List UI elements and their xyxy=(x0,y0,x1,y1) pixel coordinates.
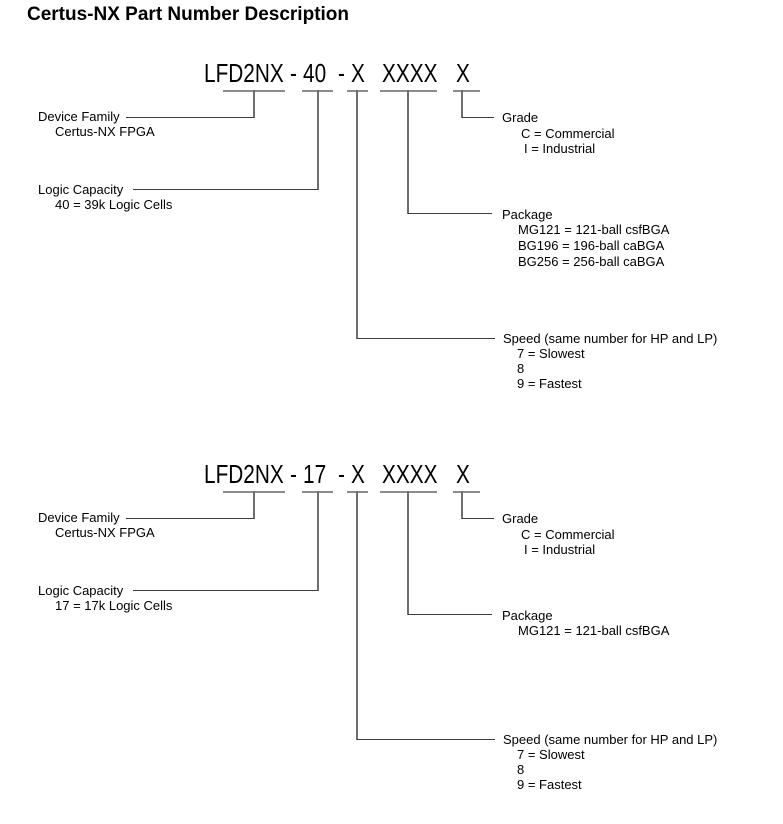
speed-option: 9 = Fastest xyxy=(517,376,582,391)
grade-option: I = Industrial xyxy=(524,542,596,557)
part-number-diagram-40: LFD2NX - 40 - X XXXX X Device Family Cer… xyxy=(0,0,783,400)
speed-label: Speed (same number for HP and LP) xyxy=(503,331,718,346)
part-number-capacity: 40 xyxy=(303,58,327,88)
underline-grade xyxy=(453,90,480,92)
leader-stem-grade xyxy=(461,90,463,118)
device-family-value: Certus-NX FPGA xyxy=(55,124,155,139)
leader-line-package xyxy=(408,614,492,615)
package-label: Package xyxy=(502,608,553,623)
leader-line-package xyxy=(408,213,492,214)
device-family-label: Device Family xyxy=(38,510,120,525)
part-number-package: XXXX xyxy=(382,459,438,489)
logic-capacity-label: Logic Capacity xyxy=(38,182,124,197)
speed-label: Speed (same number for HP and LP) xyxy=(503,732,718,747)
part-number-package: XXXX xyxy=(382,58,438,88)
part-number-speed: X xyxy=(351,58,365,88)
leader-line-capacity xyxy=(133,189,318,190)
leader-stem-speed xyxy=(356,491,358,740)
leader-line-speed xyxy=(357,739,495,740)
leader-stem-package xyxy=(407,90,409,214)
logic-capacity-value: 17 = 17k Logic Cells xyxy=(55,598,173,613)
part-number-dash: - xyxy=(338,459,345,489)
leader-stem-family xyxy=(253,90,255,118)
package-option: MG121 = 121-ball csfBGA xyxy=(518,222,670,237)
leader-stem-capacity xyxy=(317,491,319,591)
speed-option: 7 = Slowest xyxy=(517,747,585,762)
grade-option: C = Commercial xyxy=(521,527,615,542)
speed-option: 8 xyxy=(517,361,525,376)
package-option: BG256 = 256-ball caBGA xyxy=(518,254,665,269)
device-family-label: Device Family xyxy=(38,109,120,124)
underline-grade xyxy=(453,491,480,493)
logic-capacity-label: Logic Capacity xyxy=(38,583,124,598)
part-number-family: LFD2NX xyxy=(204,459,284,489)
grade-label: Grade xyxy=(502,110,539,125)
part-number-dash: - xyxy=(338,58,345,88)
page-title: Certus-NX Part Number Description xyxy=(27,4,350,25)
part-number-capacity: 17 xyxy=(303,459,327,489)
part-number-diagram-17: LFD2NX - 17 - X XXXX X Device Family Cer… xyxy=(0,401,783,801)
leader-stem-family xyxy=(253,491,255,519)
package-option: BG196 = 196-ball caBGA xyxy=(518,238,665,253)
part-number-dash: - xyxy=(290,58,297,88)
leader-stem-speed xyxy=(356,90,358,339)
leader-stem-grade xyxy=(461,491,463,519)
leader-line-family xyxy=(126,518,254,519)
leader-line-speed xyxy=(357,338,495,339)
grade-option: C = Commercial xyxy=(521,126,615,141)
package-option: MG121 = 121-ball csfBGA xyxy=(518,623,670,638)
speed-option: 9 = Fastest xyxy=(517,777,582,792)
part-number-speed: X xyxy=(351,459,365,489)
leader-line-capacity xyxy=(133,590,318,591)
part-number-dash: - xyxy=(290,459,297,489)
device-family-value: Certus-NX FPGA xyxy=(55,525,155,540)
leader-line-grade xyxy=(462,117,494,118)
part-number-grade: X xyxy=(456,459,470,489)
speed-option: 7 = Slowest xyxy=(517,346,585,361)
leader-line-family xyxy=(126,117,254,118)
grade-label: Grade xyxy=(502,511,539,526)
grade-option: I = Industrial xyxy=(524,141,596,156)
leader-stem-package xyxy=(407,491,409,615)
logic-capacity-value: 40 = 39k Logic Cells xyxy=(55,197,173,212)
leader-line-grade xyxy=(462,518,494,519)
leader-stem-capacity xyxy=(317,90,319,190)
package-label: Package xyxy=(502,207,553,222)
speed-option: 8 xyxy=(517,762,525,777)
part-number-grade: X xyxy=(456,58,470,88)
part-number-family: LFD2NX xyxy=(204,58,284,88)
